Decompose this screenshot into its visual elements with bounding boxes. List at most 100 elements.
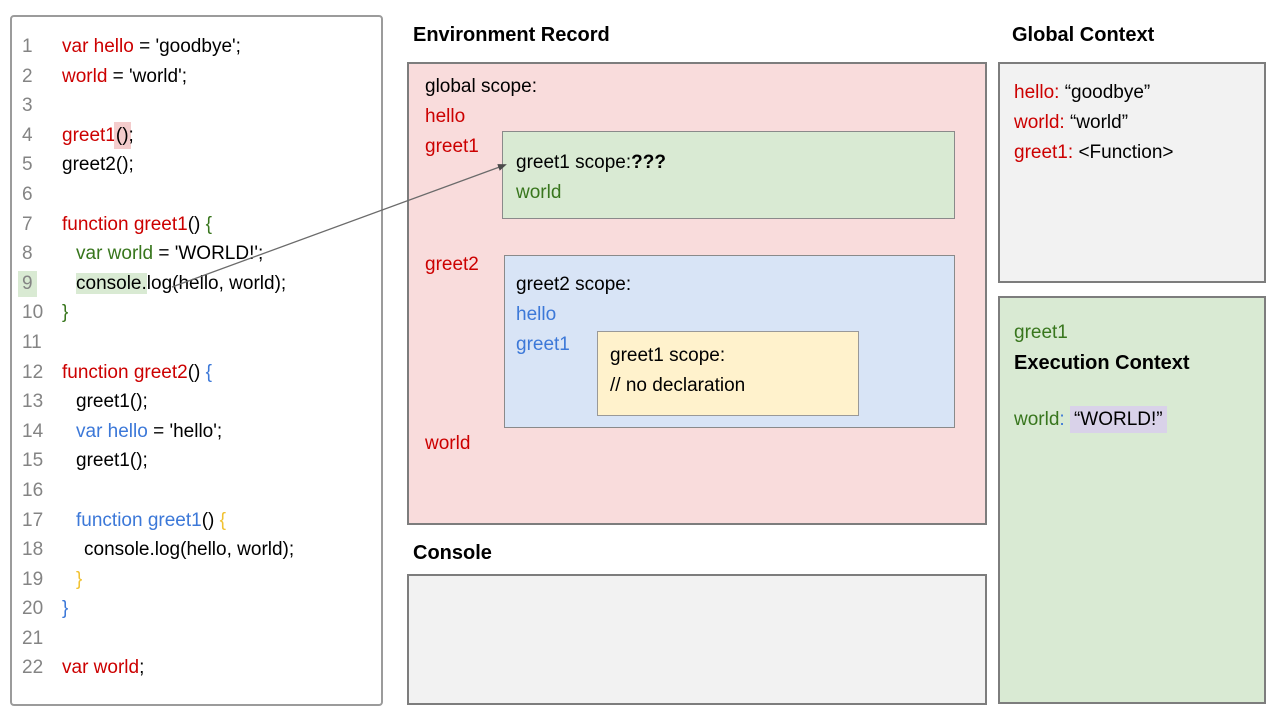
console-title: Console [413,542,492,564]
entry-value: “goodbye” [1064,82,1151,103]
inner-greet1-scope-box: greet1 scope: // no declaration [597,331,859,416]
global-context-entry: greet1: <Function> [1014,138,1264,168]
code-line: 11 [12,328,381,358]
greet2-scope-var-hello: hello [516,304,557,325]
line-number: 4 [22,124,33,146]
code-line: 6 [12,180,381,210]
code-text: function greet2() { [62,361,212,383]
greet2-scope-box: greet2 scope: hello greet1 greet1 scope:… [504,255,955,428]
greet1-scope-heading: greet1 scope:??? [516,152,666,173]
code-line: 2 world = 'world'; [12,62,381,92]
code-text [62,624,381,654]
code-line: 19} [12,565,381,595]
code-line: 14 var hello = 'hello'; [12,417,381,447]
greet1-scope-var-world: world [516,182,562,203]
code-line: 7 function greet1() { [12,210,381,240]
code-text: console.log(hello, world); [84,539,295,561]
line-number: 7 [22,213,33,235]
global-context-entry: hello: “goodbye” [1014,78,1264,108]
code-line: 4 greet1(); [12,121,381,151]
code-text: greet2(); [62,154,134,176]
code-text: var hello = 'goodbye'; [62,36,241,57]
code-line: 18 console.log(hello, world); [12,535,381,565]
code-text: console.log(hello, world); [76,272,287,294]
code-text: var world; [62,657,145,679]
code-line: 5 greet2(); [12,150,381,180]
code-text [62,476,381,506]
code-text: } [62,302,69,324]
code-line: 8 var world = 'WORLD!'; [12,239,381,269]
code-line: 3 [12,91,381,121]
inner-greet1-scope-heading: greet1 scope: [610,345,726,366]
code-text: } [62,598,69,620]
greet1-scope-unknown: ??? [631,152,666,173]
line-number: 20 [22,598,44,620]
global-var-world: world [425,433,471,454]
var-colon: : [1059,409,1065,430]
code-line: 21 [12,624,381,654]
code-lines: 1 var hello = 'goodbye'; 2 world = 'world';… [12,32,381,683]
code-text: } [76,568,83,590]
code-text [62,328,381,358]
console-output-box [407,574,987,705]
code-text: function greet1() { [62,213,212,235]
code-text: greet1(); [76,391,148,413]
line-number: 15 [22,450,44,472]
line-number: 5 [22,154,33,176]
execution-context-title: Execution Context [1014,352,1190,374]
line-number: 11 [22,331,42,353]
line-number: 19 [22,568,44,590]
code-line: 15 greet1(); [12,446,381,476]
execution-context-fn-name: greet1 [1014,322,1068,343]
greet2-scope-var-greet1: greet1 [516,334,570,355]
line-number: 9 [12,269,62,299]
execution-context-var-row: world: “WORLD!” [1014,405,1264,435]
global-context-entry: world: “world” [1014,108,1264,138]
entry-name: hello: [1014,82,1060,103]
code-line: 1 var hello = 'goodbye'; [12,32,381,62]
line-number: 14 [22,420,44,442]
entry-name: world: [1014,112,1065,133]
global-var-greet2: greet2 [425,254,479,275]
code-line: 10} [12,298,381,328]
greet2-scope-heading: greet2 scope: [516,274,632,295]
code-text [62,91,381,121]
code-text [62,180,381,210]
code-line: 12 function greet2() { [12,358,381,388]
line-number: 1 [22,36,33,57]
line-number: 12 [22,361,44,383]
greet1-scope-box: greet1 scope:??? world [502,131,955,219]
line-number: 17 [22,509,44,531]
entry-name: greet1: [1014,142,1074,163]
code-text: greet1(); [76,450,148,472]
line-number: 6 [22,183,33,205]
entry-value: “world” [1069,112,1129,133]
code-editor-panel: 1 var hello = 'goodbye'; 2 world = 'world';… [10,15,383,706]
inner-greet1-scope-comment: // no declaration [610,375,746,396]
code-text: greet1(); [62,121,381,151]
code-line: 22 var world; [12,653,381,683]
global-var-greet1: greet1 [425,136,479,157]
global-context-box: hello: “goodbye” world: “world” greet1: … [998,62,1266,283]
line-number: 8 [22,243,33,265]
var-name: world [1014,409,1060,430]
execution-context-box: greet1 Execution Context world: “WORLD!” [998,296,1266,704]
code-text: var hello = 'hello'; [76,420,223,442]
code-text: var world = 'WORLD!'; [76,243,264,265]
global-scope-label: global scope: [425,76,537,97]
line-number: 22 [22,657,44,679]
entry-value: <Function> [1078,142,1174,163]
line-number: 2 [22,65,33,87]
line-number: 16 [22,479,44,501]
code-line: 9 console.log(hello, world); [12,269,381,299]
code-text: world = 'world'; [62,65,187,87]
code-line: 20} [12,594,381,624]
code-line: 17 function greet1() { [12,506,381,536]
line-number: 18 [22,539,44,561]
line-number: 3 [22,95,33,117]
global-scope-box: global scope: hello greet1 greet2 world … [407,62,987,525]
global-var-hello: hello [425,106,466,127]
code-line: 16 [12,476,381,506]
code-text: function greet1() { [76,509,226,531]
